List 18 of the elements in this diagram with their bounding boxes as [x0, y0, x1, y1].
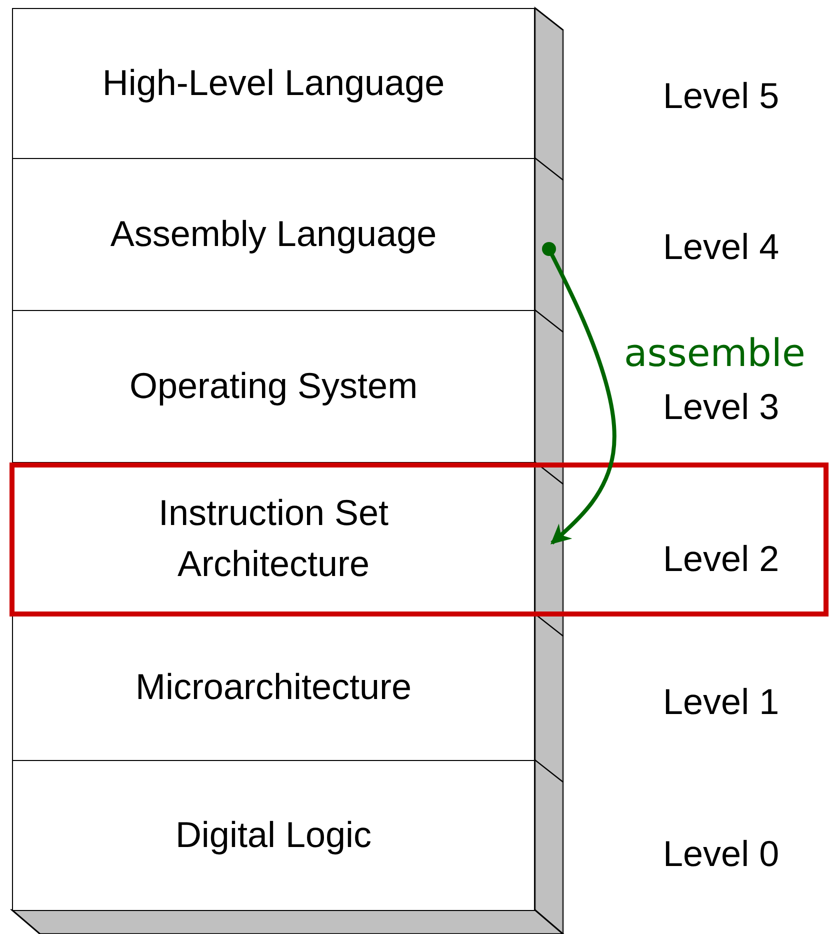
layer-name: Instruction Set Architecture [157, 491, 390, 586]
layer-box [12, 614, 535, 761]
layer-box [12, 158, 535, 311]
curved-arrow [542, 242, 616, 544]
level-label: Level 3 [663, 386, 780, 428]
level-label: Level 1 [663, 681, 780, 723]
layer-box [12, 310, 535, 463]
layer-box [12, 760, 535, 911]
level-label: Level 2 [663, 538, 780, 580]
layer-name: Digital Logic [175, 813, 372, 858]
level-label: Level 4 [663, 226, 780, 268]
layer-name: Operating System [129, 364, 418, 408]
layer-name: High-Level Language [102, 61, 445, 106]
layer-name: Microarchitecture [135, 665, 412, 710]
layer-name: Assembly Language [110, 212, 437, 256]
layer-box [12, 8, 535, 159]
level-label: Level 5 [663, 75, 780, 117]
level-label: Level 0 [663, 833, 780, 875]
